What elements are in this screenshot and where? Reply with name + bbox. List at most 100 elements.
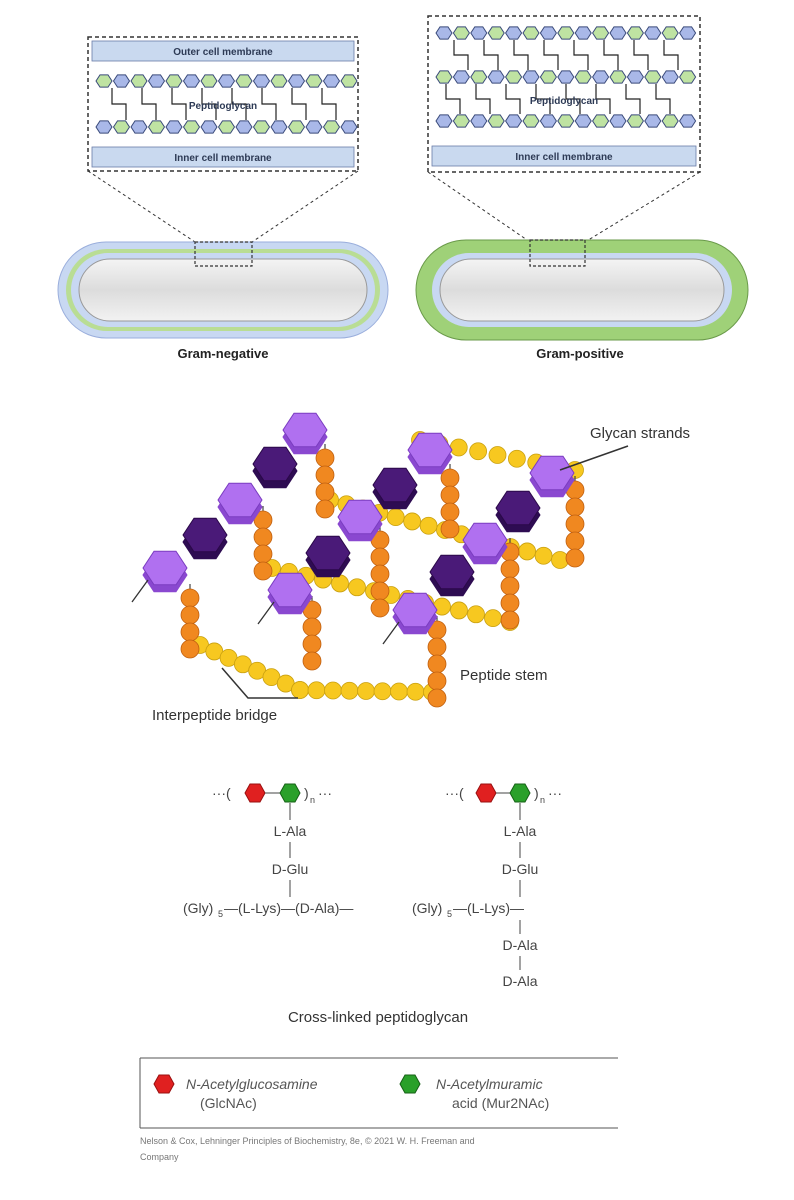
left-repeat-open: ···( xyxy=(212,785,231,801)
gram-positive-cytoplasm xyxy=(439,258,725,322)
gn-crosslink xyxy=(111,88,127,120)
stem-bead xyxy=(440,519,460,539)
stem-bead xyxy=(302,617,322,637)
right-repeat-open: ···( xyxy=(445,785,464,801)
right-glcnac-hexagon xyxy=(475,783,497,803)
gn-sugar xyxy=(95,120,113,134)
gp-sugar xyxy=(470,26,488,40)
gp-sugar xyxy=(644,26,662,40)
gp-sugar xyxy=(679,114,697,128)
bridge-bead xyxy=(450,601,468,620)
bridge-bead xyxy=(291,681,309,699)
gp-sugar xyxy=(661,114,679,128)
stem-bead xyxy=(370,564,390,584)
right-d-glu: D-Glu xyxy=(502,861,539,877)
gram-positive-panel: Peptidoglycan Inner cell membrane Gram-p… xyxy=(415,15,749,361)
bridge-bead xyxy=(469,442,488,461)
gp-crosslink xyxy=(445,84,461,114)
gp-sugar xyxy=(557,114,575,128)
stem-bead xyxy=(315,448,335,468)
glycan-sugar xyxy=(305,535,351,571)
glycan-sugar xyxy=(252,446,298,482)
interpeptide-bridge-label: Interpeptide bridge xyxy=(152,707,277,724)
gp-crosslink xyxy=(625,84,641,114)
gp-sugar xyxy=(522,114,540,128)
gn-crosslink xyxy=(201,88,217,120)
stem-bead xyxy=(253,544,273,564)
glycan-tail xyxy=(257,601,275,625)
bridge-bead xyxy=(518,542,537,561)
bridge-bead xyxy=(331,574,349,593)
outer-membrane-band xyxy=(91,40,355,62)
glycan-sugar xyxy=(217,482,263,518)
gn-sugar xyxy=(287,74,306,88)
gp-sugar xyxy=(644,114,662,128)
stem-bead xyxy=(565,497,585,517)
stem-bead xyxy=(500,576,520,596)
stem-bead xyxy=(427,654,447,674)
gn-crosslink xyxy=(291,88,307,120)
glycan-sugar xyxy=(182,517,228,553)
legend-glcnac-hexagon xyxy=(153,1074,175,1094)
right-d-ala-2: D-Ala xyxy=(502,973,537,989)
glycan-sugar xyxy=(267,572,313,608)
gp-sugar xyxy=(487,26,505,40)
gp-sugar xyxy=(539,70,557,84)
bridge-bead xyxy=(373,682,392,701)
stem-bead xyxy=(427,688,447,708)
glycan-sugar xyxy=(337,499,383,535)
legend-murnac-abbr: acid (Mur2NAc) xyxy=(452,1095,549,1111)
gp-sugar xyxy=(557,26,575,40)
gp-sugar xyxy=(505,26,523,40)
gram-positive-zoom-marker xyxy=(529,239,586,267)
gn-sugar xyxy=(340,120,358,134)
gp-sugar xyxy=(609,70,627,84)
bridge-bead xyxy=(307,681,326,700)
gp-sugar xyxy=(574,26,592,40)
legend-glcnac-name: N-Acetylglucosamine xyxy=(186,1076,318,1092)
bridge-bead xyxy=(390,682,408,701)
left-repeat-tail: ··· xyxy=(318,785,332,801)
gn-sugar xyxy=(287,120,306,134)
gp-sugar xyxy=(574,70,592,84)
glycan-sugar xyxy=(495,490,541,526)
gn-sugar xyxy=(340,74,358,88)
gp-crosslink xyxy=(453,40,469,70)
stem-bead xyxy=(370,581,390,601)
glycan-tail xyxy=(382,621,400,645)
gp-crosslink xyxy=(663,40,679,70)
stem-bead xyxy=(315,482,335,502)
gp-sugar xyxy=(557,70,575,84)
stem-bead xyxy=(180,588,200,608)
gp-crosslink xyxy=(475,84,491,114)
stem-bead xyxy=(565,548,585,568)
gn-sugar xyxy=(235,120,253,134)
left-repeat-close: ) xyxy=(304,785,309,801)
legend-murnac-hexagon xyxy=(399,1074,421,1094)
gn-sugar xyxy=(270,74,288,88)
gp-sugar xyxy=(505,70,523,84)
gp-crosslink xyxy=(535,84,551,114)
gp-sugar xyxy=(435,70,453,84)
gn-crosslink xyxy=(321,88,337,120)
gp-crosslink xyxy=(513,40,529,70)
gn-sugar xyxy=(305,74,323,88)
legend-murnac-name: N-Acetylmuramic xyxy=(436,1076,543,1092)
gn-sugar xyxy=(112,74,131,88)
legend: N-Acetylglucosamine (GlcNAc) N-Acetylmur… xyxy=(139,1057,618,1129)
gp-sugar xyxy=(452,114,470,128)
glycan-sugar xyxy=(392,592,438,628)
left-lys-ala-chain: —(L-Lys)—(D-Ala)— xyxy=(224,900,353,916)
stem-bead xyxy=(370,598,390,618)
right-d-ala-1: D-Ala xyxy=(502,937,537,953)
bridge-bead xyxy=(406,682,425,701)
gp-sugar xyxy=(626,26,644,40)
gram-negative-inner-membrane-label: Inner cell membrane xyxy=(174,153,272,164)
bridge-bead xyxy=(484,609,502,628)
gn-sugar xyxy=(165,120,183,134)
gn-sugar xyxy=(305,120,323,134)
gn-sugar xyxy=(200,120,218,134)
gram-positive-inner-membrane-band xyxy=(431,145,697,167)
gram-positive-inner-membrane-label: Inner cell membrane xyxy=(515,152,613,163)
gp-crosslink xyxy=(595,84,611,114)
